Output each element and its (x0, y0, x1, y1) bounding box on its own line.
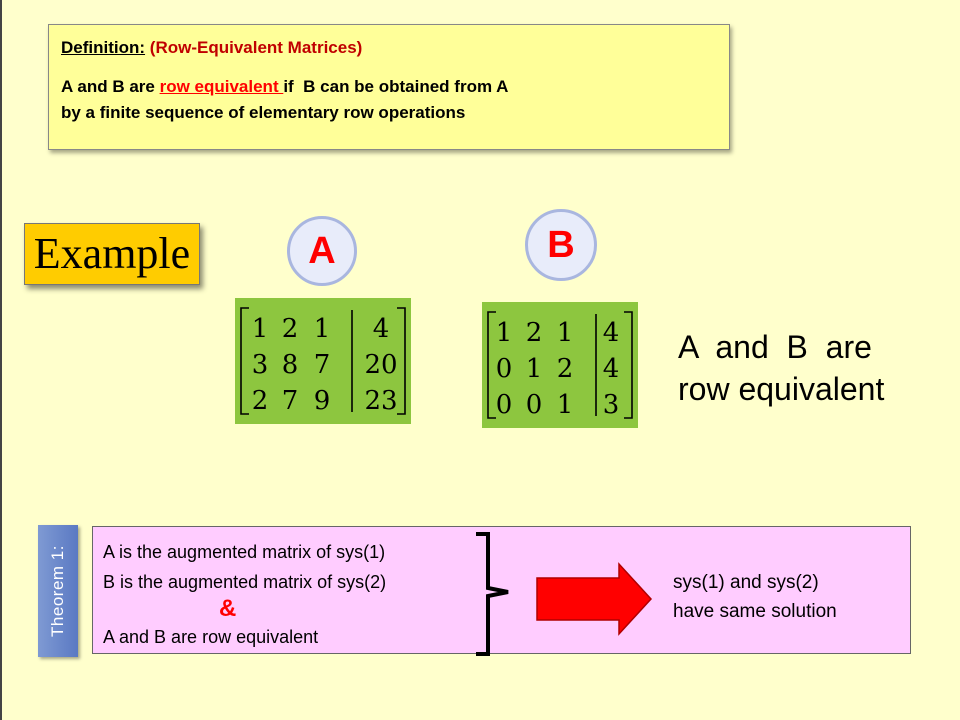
matrix-b-label: B (525, 209, 597, 281)
matrix-b-entry: 2 (526, 318, 543, 348)
matrix-a-entry: 9 (314, 386, 331, 416)
matrix-b-entry: 1 (557, 318, 574, 348)
theorem-line-3: A and B are row equivalent (103, 627, 319, 647)
matrix-b-right-bracket (624, 311, 633, 419)
example-label: Example (24, 223, 200, 285)
matrix-a-entry: 2 (282, 314, 299, 344)
definition-line-1: A and B are row equivalent if B can be o… (61, 74, 717, 100)
matrix-a-right-bracket (397, 307, 406, 415)
matrix-b-entry: 1 (526, 354, 543, 384)
matrix-a-entry: 2 (252, 386, 269, 416)
matrix-a-entry: 20 (364, 350, 397, 380)
statement-line-1: A and B are (678, 329, 872, 365)
matrix-a-left-bracket (240, 307, 249, 415)
matrix-a-entry: 7 (314, 350, 331, 380)
definition-text-after: if B can be obtained from A (283, 77, 509, 96)
definition-box: Definition: (Row-Equivalent Matrices) A … (48, 24, 730, 150)
matrix-a-label: A (287, 216, 357, 286)
result-line-2: have same solution (673, 601, 837, 622)
definition-text-before: A and B are (61, 77, 160, 96)
statement-line-2: row equivalent (678, 371, 885, 407)
right-arrow-icon (536, 562, 653, 636)
definition-label: Definition: (61, 38, 146, 57)
theorem-tab-label: Theorem 1: (48, 545, 67, 637)
matrix-a-entry: 1 (252, 314, 269, 344)
definition-title: (Row-Equivalent Matrices) (149, 38, 363, 57)
matrix-a-entry: 3 (252, 350, 269, 380)
ampersand: & (219, 595, 237, 622)
matrix-a-entry: 7 (282, 386, 299, 416)
definition-line-2: by a finite sequence of elementary row o… (61, 103, 466, 122)
matrix-a-entry: 1 (314, 314, 331, 344)
matrix-b-entry: 4 (603, 354, 620, 384)
matrix-b-entry: 1 (557, 390, 574, 420)
matrix-a-entry: 23 (364, 386, 397, 416)
matrix-a-entry: 4 (373, 314, 390, 344)
definition-highlight: row equivalent (159, 77, 284, 96)
matrix-b-entry: 0 (526, 390, 543, 420)
matrix-a-entry: 8 (282, 350, 299, 380)
theorem-line-1: A is the augmented matrix of sys(1) (103, 542, 386, 562)
bracket-icon (476, 532, 509, 656)
matrix-b-left-bracket (487, 311, 496, 419)
matrix-b-entry: 4 (603, 318, 620, 348)
matrix-b-entry: 0 (496, 354, 513, 384)
matrix-b-entry: 1 (496, 318, 513, 348)
result-line-1: sys(1) and sys(2) (673, 572, 819, 593)
theorem-tab: Theorem 1: (38, 525, 78, 657)
equivalence-statement: A and B are row equivalent (678, 326, 948, 410)
definition-heading: Definition: (Row-Equivalent Matrices) (61, 35, 717, 61)
matrix-b-entry: 2 (557, 354, 574, 384)
matrix-b-entry: 0 (496, 390, 513, 420)
matrix-b-entry: 3 (603, 390, 620, 420)
theorem-line-2: B is the augmented matrix of sys(2) (103, 572, 387, 592)
